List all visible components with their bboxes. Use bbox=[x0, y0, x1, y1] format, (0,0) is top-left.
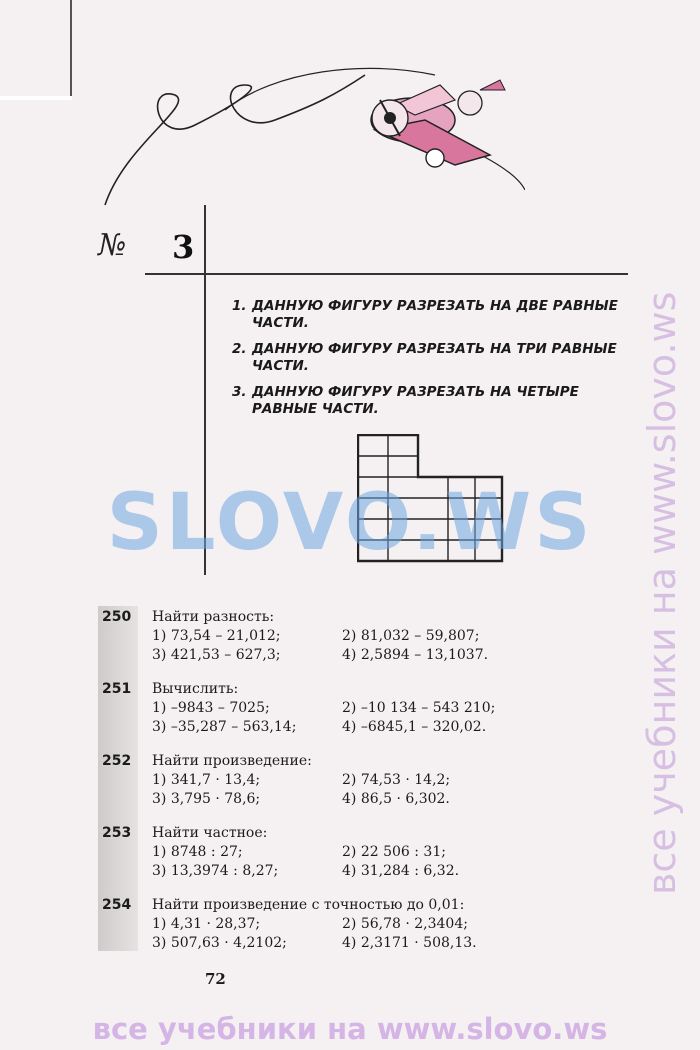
exercise-title: Найти частное: bbox=[152, 825, 268, 841]
exercise-part: 4) 31,284 : 6,32. bbox=[342, 863, 460, 879]
exercise-number: 253 bbox=[102, 825, 132, 841]
exercise-part: 3) 13,3974 : 8,27; bbox=[152, 863, 279, 879]
exercise-number: 254 bbox=[102, 897, 132, 913]
task-text: ДАННУЮ ФИГУРУ РАЗРЕЗАТЬ НА ТРИ РАВНЫЕ ЧА… bbox=[252, 341, 617, 374]
exercise-part: 4) 2,5894 – 13,1037. bbox=[342, 647, 489, 663]
exercise-part: 3) 507,63 · 4,2102; bbox=[152, 935, 287, 951]
task-text: ДАННУЮ ФИГУРУ РАЗРЕЗАТЬ НА ДВЕ РАВНЫЕ ЧА… bbox=[252, 298, 618, 331]
puzzle-task: 3. ДАННУЮ ФИГУРУ РАЗРЕЗАТЬ НА ЧЕТЫРЕ РАВ… bbox=[232, 384, 632, 418]
exercise-part: 4) 86,5 · 6,302. bbox=[342, 791, 450, 807]
task-text: ДАННУЮ ФИГУРУ РАЗРЕЗАТЬ НА ЧЕТЫРЕ РАВНЫЕ… bbox=[252, 384, 579, 417]
exercise-title: Найти разность: bbox=[152, 609, 275, 625]
puzzle-tasks: 1. ДАННУЮ ФИГУРУ РАЗРЕЗАТЬ НА ДВЕ РАВНЫЕ… bbox=[232, 298, 632, 427]
exercise-part: 2) 74,53 · 14,2; bbox=[342, 772, 451, 788]
task-number: 1. bbox=[232, 298, 247, 314]
task-number: 3. bbox=[232, 384, 247, 400]
exercise-part: 1) –9843 – 7025; bbox=[152, 700, 270, 716]
task-number: 2. bbox=[232, 341, 247, 357]
page-corner bbox=[0, 96, 72, 100]
exercise-item: 252 Найти произведение: 1) 341,7 · 13,4;… bbox=[98, 750, 538, 822]
exercise-part: 4) –6845,1 – 320,02. bbox=[342, 719, 487, 735]
page-number: 72 bbox=[205, 970, 226, 988]
exercise-part: 2) 22 506 : 31; bbox=[342, 844, 446, 860]
section-horizontal-rule bbox=[145, 273, 628, 275]
exercise-item: 251 Вычислить: 1) –9843 – 7025; 2) –10 1… bbox=[98, 678, 538, 750]
exercise-item: 250 Найти разность: 1) 73,54 – 21,012; 2… bbox=[98, 606, 538, 678]
section-number: 3 bbox=[172, 228, 195, 266]
exercise-part: 3) 3,795 · 78,6; bbox=[152, 791, 261, 807]
puzzle-task: 1. ДАННУЮ ФИГУРУ РАЗРЕЗАТЬ НА ДВЕ РАВНЫЕ… bbox=[232, 298, 632, 332]
puzzle-task: 2. ДАННУЮ ФИГУРУ РАЗРЕЗАТЬ НА ТРИ РАВНЫЕ… bbox=[232, 341, 632, 375]
exercise-part: 4) 2,3171 · 508,13. bbox=[342, 935, 477, 951]
airplane-illustration bbox=[104, 67, 525, 206]
exercise-title: Вычислить: bbox=[152, 681, 239, 697]
exercise-list: 250 Найти разность: 1) 73,54 – 21,012; 2… bbox=[98, 606, 538, 966]
exercise-part: 2) –10 134 – 543 210; bbox=[342, 700, 496, 716]
watermark-side: все учебники на www.slovo.ws bbox=[640, 291, 684, 895]
exercise-title: Найти произведение с точностью до 0,01: bbox=[152, 897, 465, 913]
exercise-part: 1) 8748 : 27; bbox=[152, 844, 243, 860]
previous-page-edge bbox=[70, 0, 72, 100]
exercise-title: Найти произведение: bbox=[152, 753, 312, 769]
exercise-part: 1) 4,31 · 28,37; bbox=[152, 916, 261, 932]
section-vertical-rule bbox=[204, 205, 206, 575]
exercise-part: 2) 56,78 · 2,3404; bbox=[342, 916, 468, 932]
exercise-part: 1) 73,54 – 21,012; bbox=[152, 628, 281, 644]
exercise-number: 251 bbox=[102, 681, 132, 697]
watermark-bottom: все учебники на www.slovo.ws bbox=[92, 1012, 608, 1046]
exercise-part: 3) 421,53 – 627,3; bbox=[152, 647, 281, 663]
section-number-sign: № bbox=[98, 228, 127, 263]
watermark-center: SLOVO.WS bbox=[106, 478, 594, 568]
exercise-number: 252 bbox=[102, 753, 132, 769]
exercise-number-column bbox=[98, 606, 138, 951]
grid-figure bbox=[357, 434, 504, 563]
exercise-part: 3) –35,287 – 563,14; bbox=[152, 719, 297, 735]
exercise-item: 253 Найти частное: 1) 8748 : 27; 2) 22 5… bbox=[98, 822, 538, 894]
exercise-item: 254 Найти произведение с точностью до 0,… bbox=[98, 894, 538, 966]
exercise-part: 2) 81,032 – 59,807; bbox=[342, 628, 480, 644]
exercise-part: 1) 341,7 · 13,4; bbox=[152, 772, 261, 788]
exercise-number: 250 bbox=[102, 609, 132, 625]
